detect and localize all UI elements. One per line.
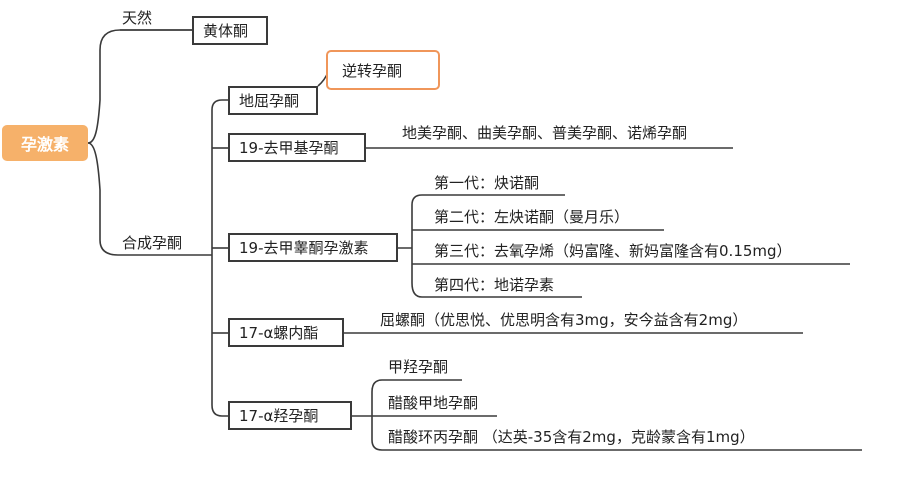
group-label-4: 17-α羟孕酮 <box>239 407 319 425</box>
group-label-1: 19-去甲基孕酮 <box>239 139 339 157</box>
connector-group2-detail-0 <box>411 194 565 206</box>
natural-item-label: 黄体酮 <box>203 22 249 40</box>
group4-detail-1: 醋酸甲地孕酮 <box>388 394 479 412</box>
connector-group2-trunk <box>398 205 413 283</box>
group-box-1[interactable]: 19-去甲基孕酮 <box>228 133 366 162</box>
connector-root-synthetic <box>87 142 212 256</box>
group-label-3: 17-α螺内酯 <box>239 324 319 342</box>
group-box-3[interactable]: 17-α螺内酯 <box>228 318 344 347</box>
root-label: 孕激素 <box>20 135 69 154</box>
connector-group4-detail-2 <box>371 439 862 451</box>
branch-natural-label: 天然 <box>122 9 153 27</box>
group2-detail-0: 第一代：炔诺酮 <box>434 174 540 192</box>
connector-group4-detail-0 <box>371 379 462 393</box>
branch-synthetic-label: 合成孕酮 <box>122 234 183 252</box>
group1-detail-0: 地美孕酮、曲美孕酮、普美孕酮、诺烯孕酮 <box>402 124 688 142</box>
root-node[interactable]: 孕激素 <box>2 125 88 161</box>
natural-item-box[interactable]: 黄体酮 <box>192 16 268 45</box>
group3-detail-0: 屈螺酮（优思悦、优思明含有3mg，安今益含有2mg） <box>380 311 748 329</box>
group2-detail-1: 第二代：左炔诺酮（曼月乐） <box>434 208 630 226</box>
group-label-0: 地屈孕酮 <box>239 92 300 110</box>
group2-detail-2: 第三代：去氧孕烯（妈富隆、新妈富隆含有0.15mg） <box>434 242 792 260</box>
group4-detail-0: 甲羟孕酮 <box>388 358 449 376</box>
group-box-0[interactable]: 地屈孕酮 <box>228 86 318 115</box>
connector-synthetic-trunk <box>211 99 228 417</box>
callout-box[interactable]: 逆转孕酮 <box>326 50 440 90</box>
connector-root-natural <box>87 29 192 144</box>
connector-group4-trunk <box>352 392 373 440</box>
group-box-4[interactable]: 17-α羟孕酮 <box>228 401 352 430</box>
group-label-2: 19-去甲睾酮孕激素 <box>239 239 369 257</box>
callout-label: 逆转孕酮 <box>342 61 403 80</box>
connector-group2-detail-3 <box>411 282 582 298</box>
group2-detail-3: 第四代：地诺孕素 <box>434 276 555 294</box>
group4-detail-2: 醋酸环丙孕酮 （达英-35含有2mg，克龄蒙含有1mg） <box>388 428 755 446</box>
group-box-2[interactable]: 19-去甲睾酮孕激素 <box>228 233 398 262</box>
